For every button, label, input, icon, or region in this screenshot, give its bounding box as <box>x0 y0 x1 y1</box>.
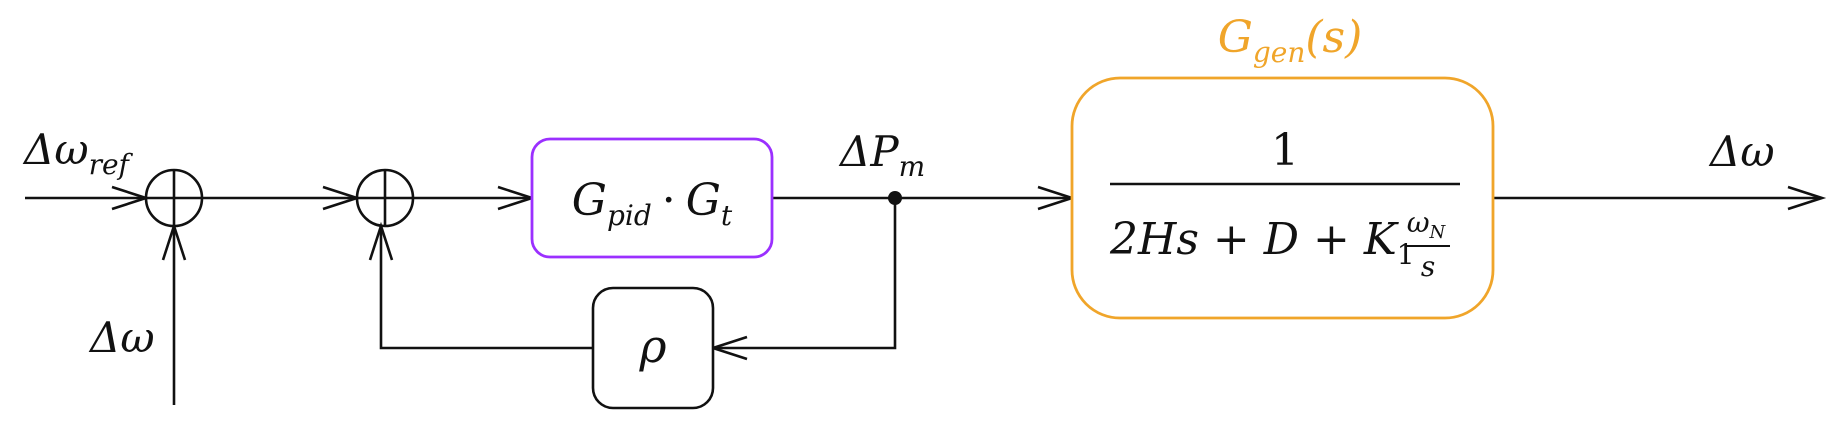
droop-tap-wire <box>713 198 897 350</box>
summing-junction-1 <box>144 168 204 228</box>
arrowhead <box>1787 185 1827 211</box>
generator-numerator: 1 <box>1271 125 1299 176</box>
svg-text:s: s <box>1421 250 1435 283</box>
controller-block[interactable]: Gpid·Gt <box>530 137 774 259</box>
input-reference-label: Δωref <box>22 125 134 181</box>
arrowheads <box>111 185 1827 361</box>
generator-inner-fraction: ωN s <box>1406 206 1450 283</box>
controller-block-border <box>530 137 774 259</box>
droop-block-border <box>591 286 715 410</box>
droop-return-wire <box>379 226 593 350</box>
generator-denominator: 2Hs + D + K1 <box>1109 214 1415 271</box>
generator-block[interactable]: 1 2Hs + D + K1 ωN s <box>1070 76 1495 320</box>
mechanical-power-label: ΔPm <box>838 127 925 183</box>
branch-point <box>888 191 902 205</box>
droop-block-label: ρ <box>638 319 666 373</box>
output-omega-label: Δω <box>1708 127 1775 176</box>
svg-text:ωN: ωN <box>1407 206 1447 243</box>
wires <box>25 196 1822 405</box>
droop-block[interactable]: ρ <box>591 286 715 410</box>
feedback-omega-label: Δω <box>88 313 155 362</box>
controller-block-label: Gpid·Gt <box>572 175 733 232</box>
summing-junction-2 <box>355 168 415 228</box>
generator-block-border <box>1070 76 1495 320</box>
generator-title: Ggen(s) <box>1218 12 1363 69</box>
